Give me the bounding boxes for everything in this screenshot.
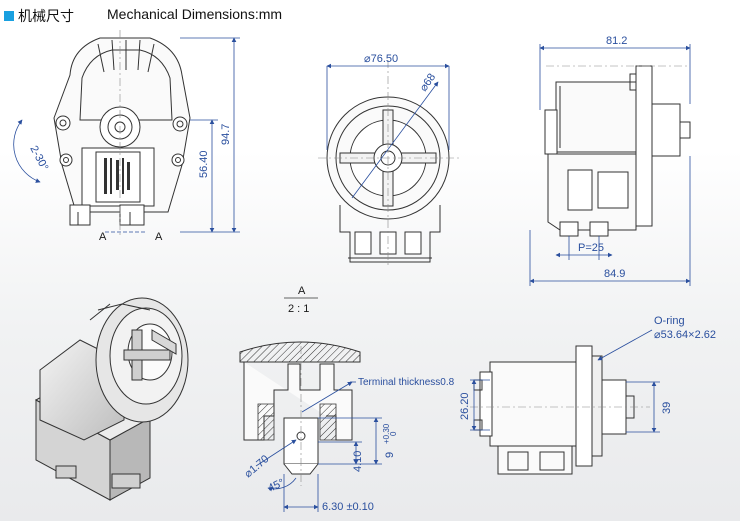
- detail-a-label: A: [298, 285, 306, 297]
- front-angle-label: 2-30°: [27, 144, 50, 173]
- outlet-view: [318, 60, 460, 268]
- section-mark-right: A: [155, 231, 163, 243]
- side-width-top-label: 81.2: [606, 35, 627, 47]
- nominal-length-label: 9: [384, 452, 396, 458]
- page-title-chinese: 机械尺寸: [18, 8, 74, 24]
- page-title-english: Mechanical Dimensions:mm: [107, 6, 283, 22]
- tolerance-top-label: +0.30: [382, 423, 391, 444]
- front-height-mount-label: 56.40: [198, 150, 210, 178]
- oring-view-dimensions: [470, 329, 660, 433]
- front-height-total-label: 94.7: [220, 124, 232, 145]
- terminal-thickness-label: Terminal thickness0.8: [358, 377, 455, 388]
- oring-height-left-label: 26.20: [459, 392, 471, 420]
- front-view: [53, 30, 191, 235]
- detail-a-dimensions: [255, 381, 382, 512]
- side-view: [544, 65, 691, 237]
- oring-side-view: [470, 345, 650, 475]
- tolerance-bottom-label: 0: [389, 431, 398, 436]
- side-view-dimensions: [529, 44, 691, 286]
- front-view-dimensions: [13, 37, 240, 233]
- detail-a-scale: 2 : 1: [288, 303, 309, 315]
- isometric-view: [34, 297, 189, 501]
- detail-a-view: [239, 297, 361, 486]
- side-pitch-label: P=25: [578, 242, 604, 254]
- oring-size-label: ⌀53.64×2.62: [654, 329, 716, 341]
- outlet-diameter-outer-label: ⌀76.50: [364, 53, 398, 65]
- outlet-diameter-inner-label: ⌀68: [418, 71, 439, 93]
- oring-title-label: O-ring: [654, 315, 685, 327]
- side-width-bottom-label: 84.9: [604, 268, 625, 280]
- section-marker-icon: [4, 11, 14, 21]
- terminal-width-label: 6.30 ±0.10: [322, 501, 374, 513]
- page-header: 机械尺寸 Mechanical Dimensions:mm: [0, 0, 740, 30]
- oring-height-right-label: 39: [661, 402, 673, 414]
- section-mark-left: A: [99, 231, 107, 243]
- hole-diameter-label: ⌀1.70: [242, 453, 271, 480]
- outlet-view-dimensions: [326, 63, 450, 199]
- chamfer-angle-label: 45°: [266, 477, 286, 495]
- depth-label: 4.10: [352, 451, 364, 472]
